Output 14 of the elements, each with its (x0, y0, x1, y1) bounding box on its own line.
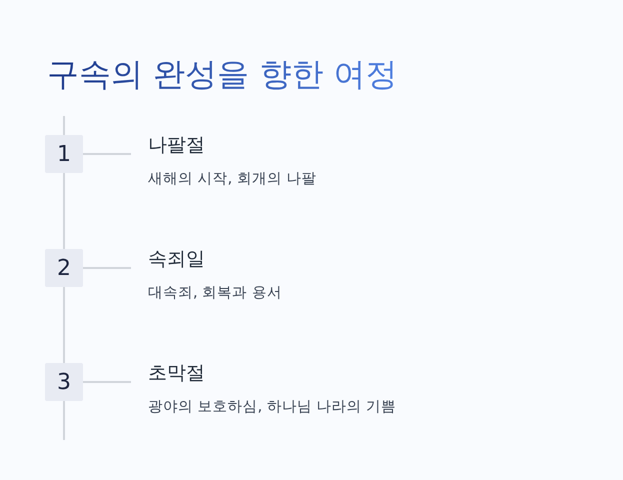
step-number: 2 (45, 249, 83, 287)
connector-line (83, 153, 131, 155)
step-number: 3 (45, 363, 83, 401)
event-title: 나팔절 (148, 133, 205, 157)
connector-line (83, 267, 131, 269)
event-description: 대속죄, 회복과 용서 (148, 284, 282, 303)
event-description: 새해의 시작, 회개의 나팔 (148, 170, 316, 189)
event-description: 광야의 보호하심, 하나님 나라의 기쁨 (148, 398, 396, 417)
event-title: 초막절 (148, 361, 205, 385)
connector-line (83, 381, 131, 383)
step-number: 1 (45, 135, 83, 173)
timeline-line (63, 287, 65, 363)
timeline-line (63, 173, 65, 249)
event-title: 속죄일 (148, 247, 205, 271)
